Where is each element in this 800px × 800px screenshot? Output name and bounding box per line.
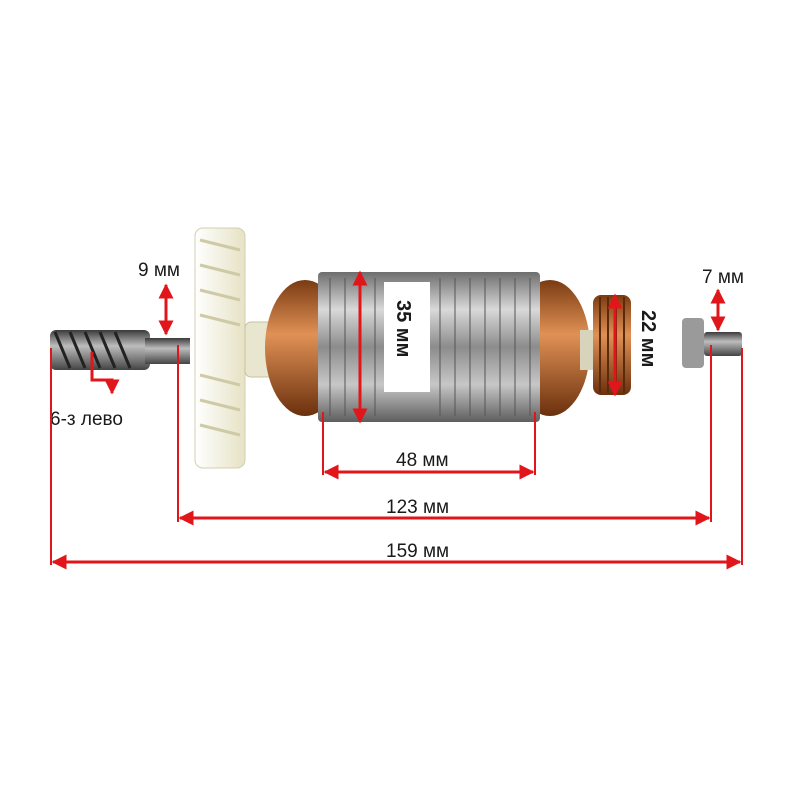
dim-bearing-span: 123 мм — [178, 497, 711, 526]
dim-rear-shaft-diameter: 7 мм — [702, 267, 744, 332]
rear-bearing — [682, 318, 704, 368]
dim-commutator-diameter: 22 мм — [607, 293, 666, 397]
dim-shaft-diameter: 9 мм — [138, 260, 180, 336]
core-length-label: 48 мм — [396, 450, 449, 471]
shaft-diameter-label: 9 мм — [138, 260, 180, 281]
dim-total-length: 159 мм — [51, 541, 742, 570]
commutator — [593, 295, 631, 395]
bearing-span-label: 123 мм — [386, 497, 449, 518]
front-shaft — [145, 338, 190, 364]
pinion-gear — [50, 330, 150, 370]
fan — [194, 227, 246, 469]
commutator-diameter-label: 22 мм — [637, 310, 659, 367]
core-diameter-label: 35 мм — [392, 300, 414, 357]
dim-core-length: 48 мм — [323, 450, 535, 480]
total-length-label: 159 мм — [386, 541, 449, 562]
dim-core-diameter: 35 мм — [352, 270, 430, 424]
rear-shaft — [704, 332, 742, 356]
rear-shaft-diameter-label: 7 мм — [702, 267, 744, 288]
extension-lines — [50, 345, 743, 565]
gear-spec-label: 6-з лево — [50, 409, 123, 430]
gear-spec-callout: 6-з лево — [50, 352, 123, 430]
